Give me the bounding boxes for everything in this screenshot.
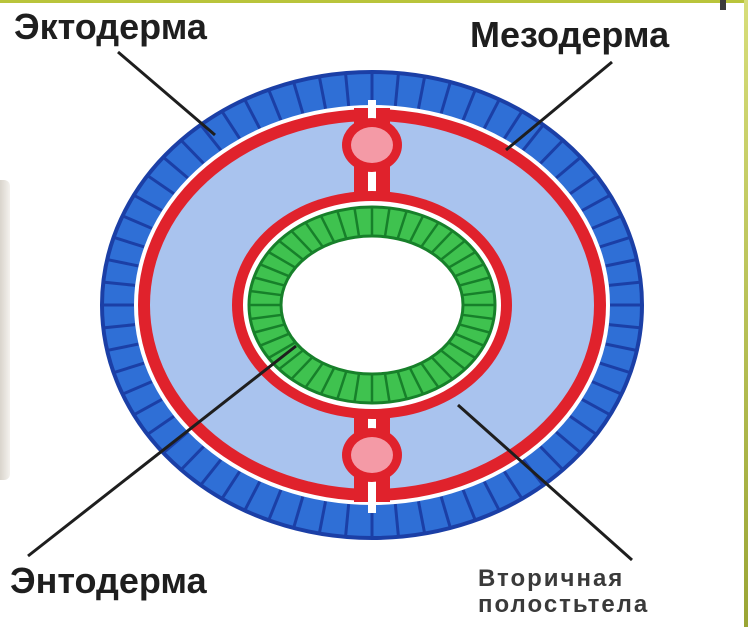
dorsal-mesentery-node xyxy=(342,118,402,172)
ectoderm-label: Эктодерма xyxy=(14,6,207,48)
gut-lumen xyxy=(281,236,463,374)
ectoderm-pointer-line xyxy=(118,52,215,135)
ventral-mesentery-node xyxy=(342,428,402,482)
mesoderm-label: Мезодерма xyxy=(470,14,669,56)
secondary-cavity-label-line2: полостьтела xyxy=(478,592,649,618)
endoderm-label: Энтодерма xyxy=(10,560,207,602)
secondary-cavity-label: Вторичная полостьтела xyxy=(478,566,649,618)
secondary-cavity-label-line1: Вторичная xyxy=(478,566,649,592)
